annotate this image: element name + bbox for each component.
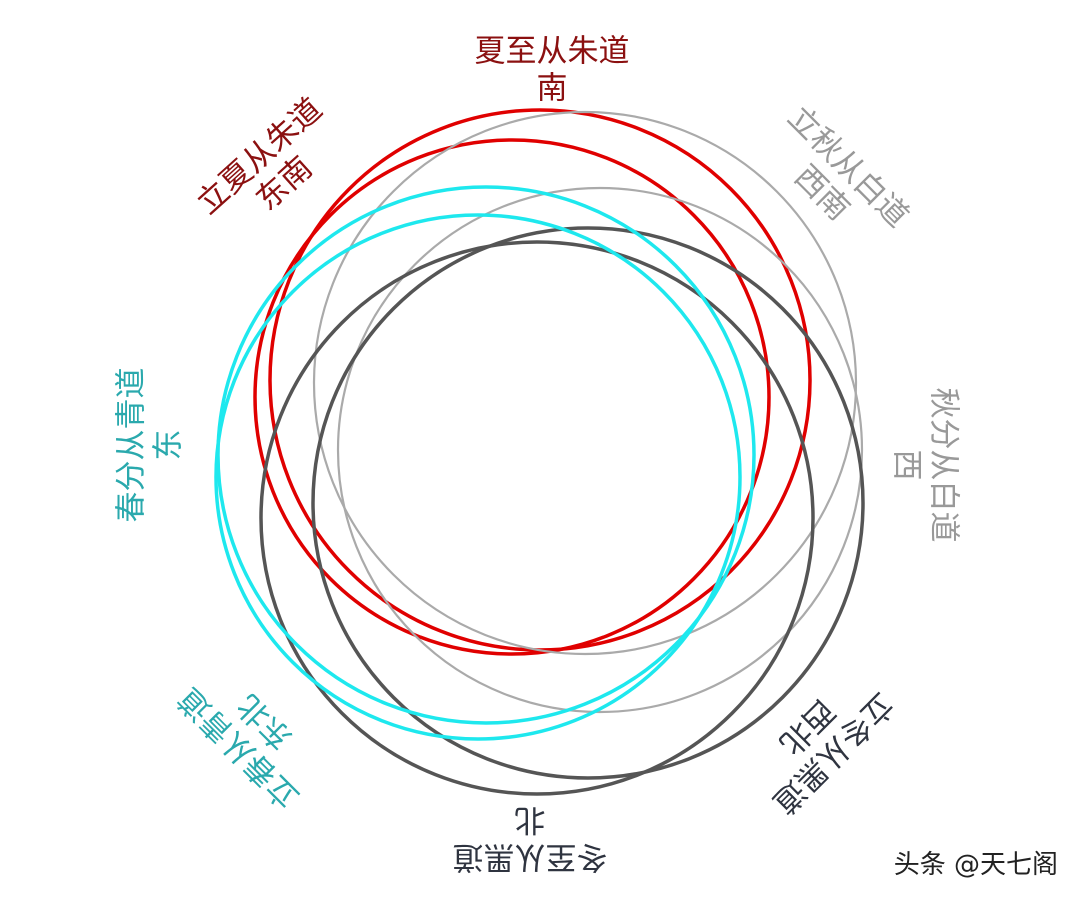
- label-line-primary: 春分从青道: [113, 367, 150, 523]
- ring-start-of-spring: [214, 213, 742, 741]
- ring-start-of-summer: [253, 138, 771, 656]
- label-line-direction: 东: [150, 429, 187, 461]
- label-line-primary: 冬至从黑道: [452, 838, 608, 875]
- label-line-direction: 西: [888, 449, 925, 481]
- label-line-primary: 秋分从白道: [925, 387, 962, 543]
- ring-start-of-winter: [311, 226, 865, 780]
- label-line-direction: 南: [536, 70, 568, 107]
- ring-spring-equinox: [216, 185, 756, 725]
- label-spring-equinox: 春分从青道东: [114, 368, 187, 523]
- label-winter-solstice: 冬至从黑道北: [452, 801, 608, 875]
- label-autumn-equinox: 秋分从白道西: [888, 387, 962, 543]
- label-line-direction: 北: [514, 801, 546, 838]
- watermark-text: 头条 @天七阁: [893, 850, 1058, 880]
- ring-start-of-autumn: [312, 110, 858, 656]
- label-summer-solstice: 夏至从朱道南: [475, 34, 630, 107]
- ring-winter-solstice: [259, 240, 815, 796]
- ring-autumn-equinox: [336, 186, 864, 714]
- label-line-primary: 夏至从朱道: [474, 33, 630, 70]
